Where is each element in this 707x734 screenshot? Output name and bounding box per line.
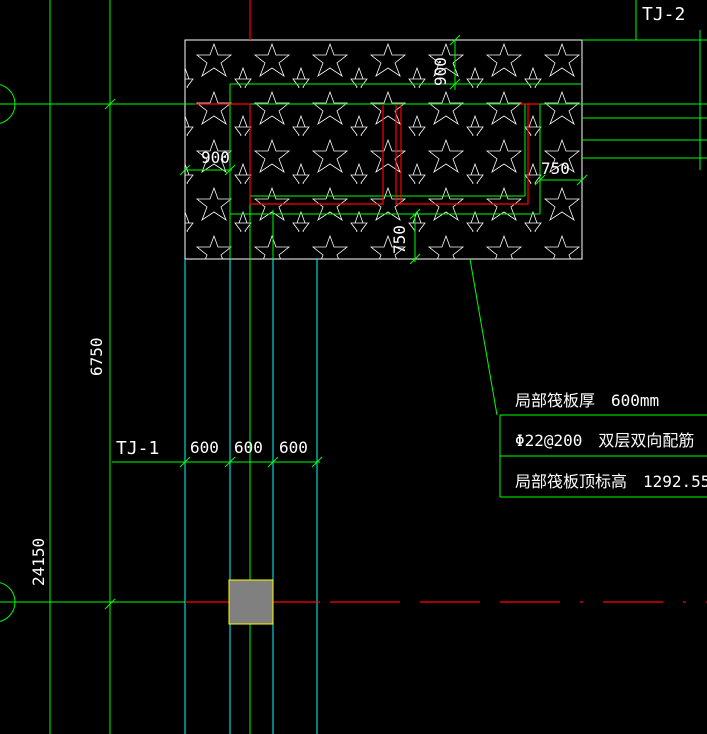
label-tj1: TJ-1 [116, 438, 159, 459]
label-tj2: TJ-2 [642, 4, 685, 25]
dim-600-c: 600 [279, 438, 308, 457]
note-top-elevation: 局部筏板顶标高 1292.55 [515, 472, 707, 491]
dim-900-top: 900 [431, 57, 450, 86]
dimension-ticks [104, 34, 588, 610]
dim-750-right: 750 [541, 159, 570, 178]
axis-bubble-top [0, 84, 16, 124]
note-table[interactable]: 局部筏板厚 600mm Φ22@200 双层双向配筋 局部筏板顶标高 1292.… [515, 391, 707, 491]
column[interactable] [228, 579, 274, 625]
dim-900-left: 900 [201, 148, 230, 167]
dim-600-a: 600 [190, 438, 219, 457]
dim-6750: 6750 [87, 337, 106, 376]
dim-750-bottom: 750 [390, 225, 409, 254]
dim-24150: 24150 [29, 538, 48, 586]
axis-bubble-bottom [0, 582, 16, 622]
axis-bubbles[interactable] [0, 84, 16, 622]
dim-600-b: 600 [234, 438, 263, 457]
note-rebar: Φ22@200 双层双向配筋 [515, 431, 694, 450]
beam-lines [184, 259, 318, 734]
note-slab-thickness: 局部筏板厚 600mm [515, 391, 659, 410]
